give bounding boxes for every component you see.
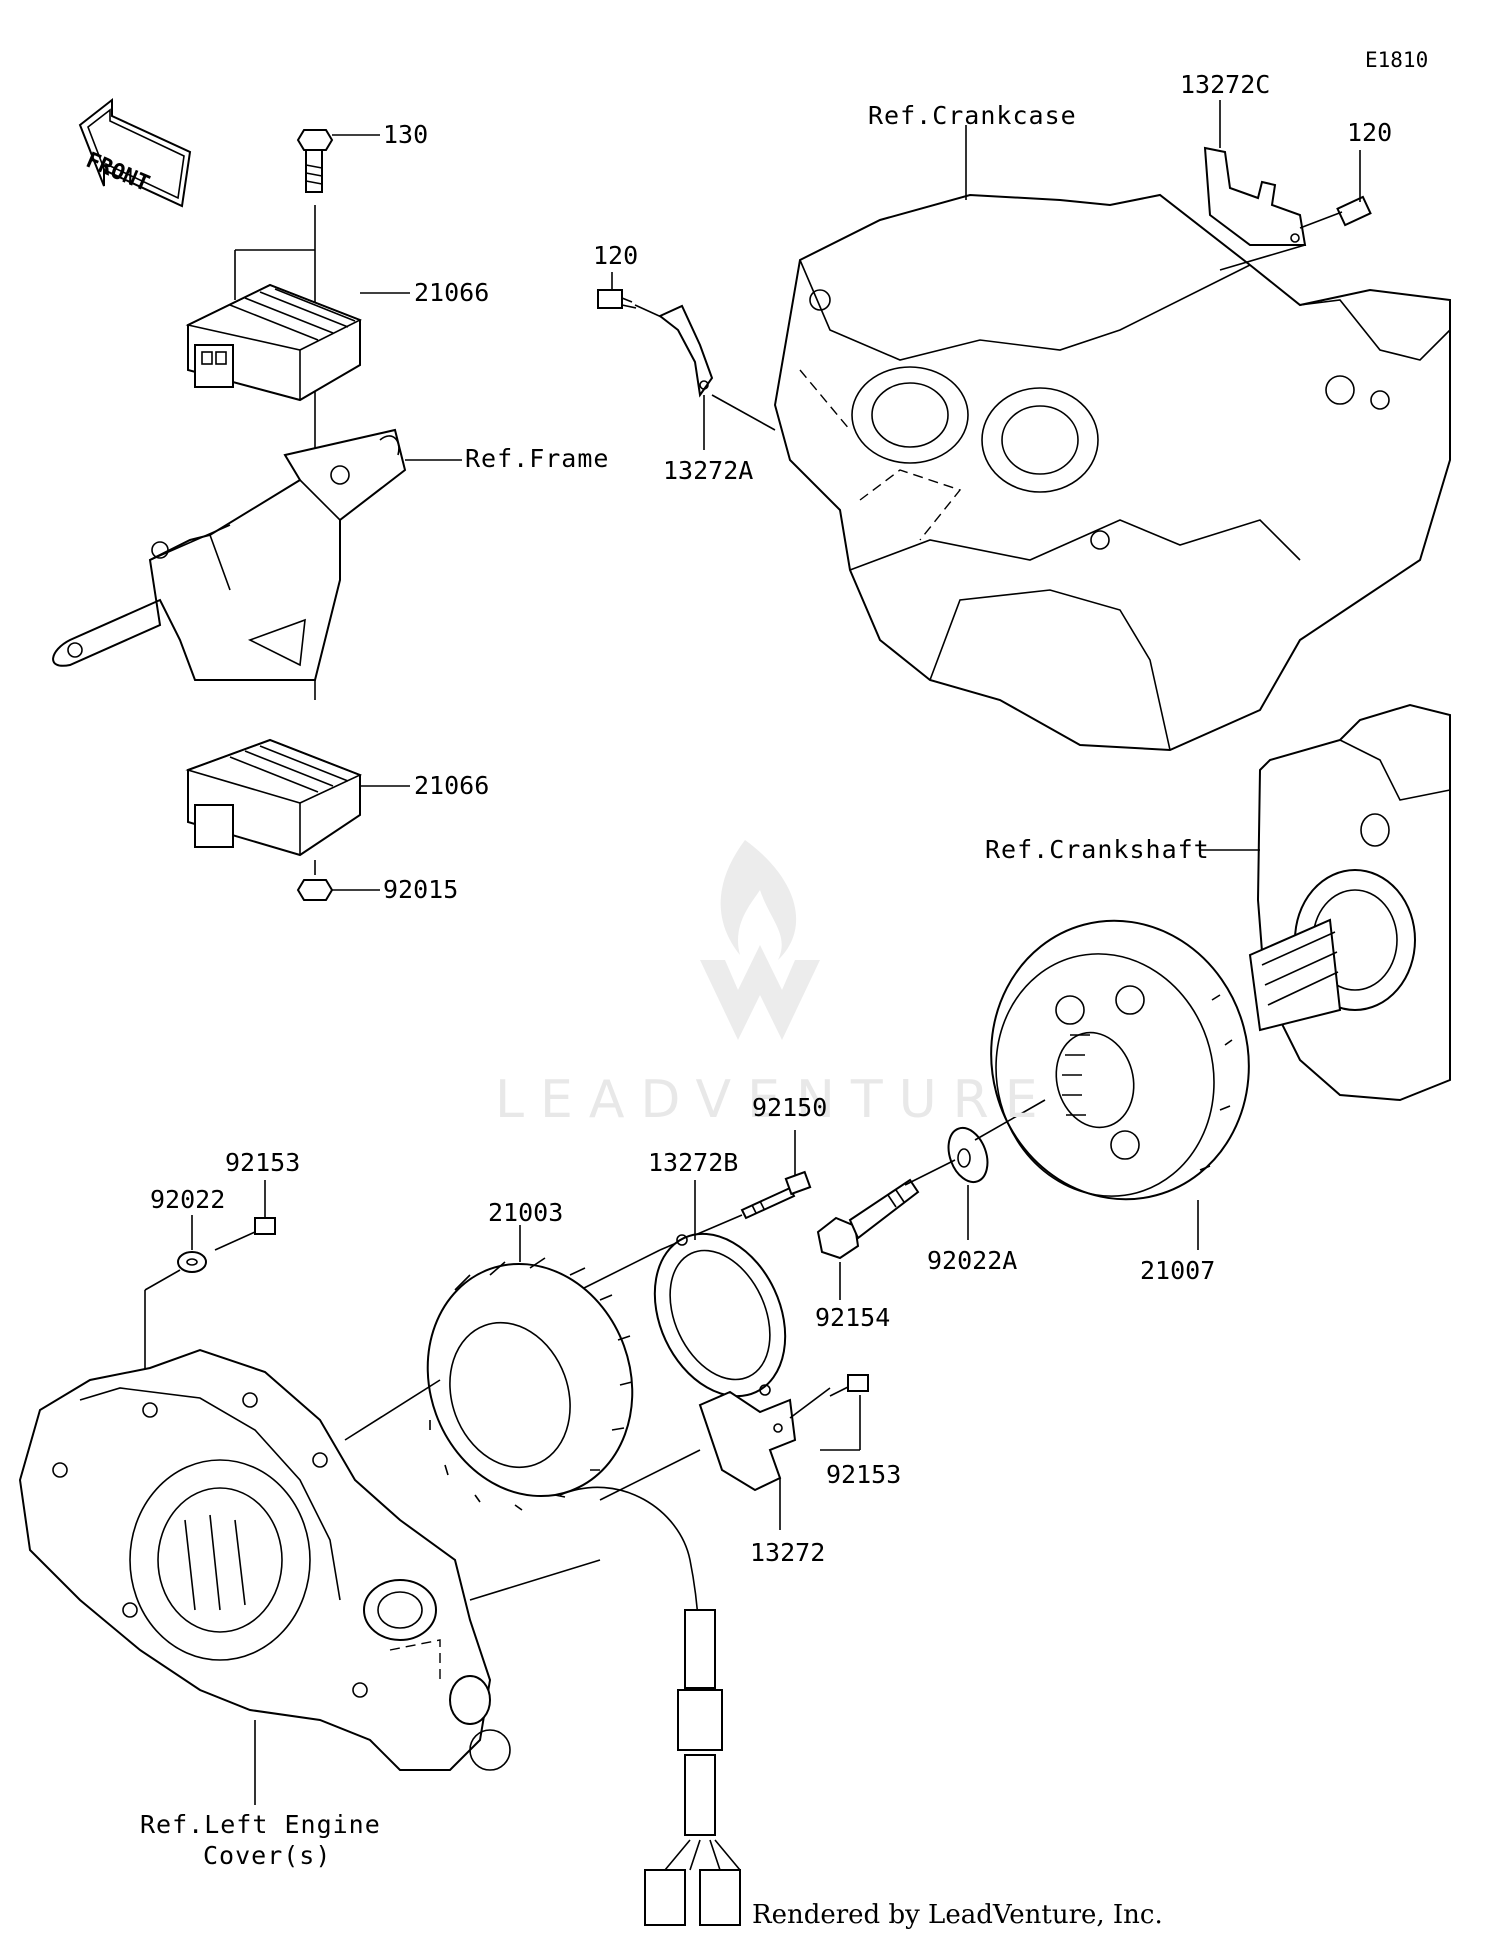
washer-92022: [144, 1215, 207, 1380]
callout-92022a: 92022A: [927, 1246, 1018, 1275]
leadventure-flame-logo-icon: [700, 840, 820, 1040]
callout-21003: 21003: [488, 1198, 564, 1227]
gasket-13272b: [579, 1180, 787, 1398]
front-arrow-icon: [78, 97, 192, 208]
stator-21003: [426, 1225, 701, 1691]
callout-120-left: 120: [593, 241, 639, 270]
callout-130: 130: [383, 120, 429, 149]
footer-credit: Rendered by LeadVenture, Inc.: [752, 1900, 1163, 1930]
callout-ref-frame: Ref.Frame: [465, 444, 610, 473]
washer-92022a: [947, 1126, 989, 1240]
callout-ref-crankcase: Ref.Crankcase: [868, 101, 1077, 130]
callout-92153-top: 92153: [225, 1148, 301, 1177]
callout-21066-lower: 21066: [414, 771, 490, 800]
callout-ref-left-engine-cover-line1: Ref.Left Engine: [140, 1810, 381, 1839]
bolt-92153-right: [820, 1374, 869, 1451]
callout-13272b: 13272B: [648, 1148, 739, 1177]
regulator-lower: [185, 738, 410, 875]
flywheel-21007: [990, 919, 1250, 1250]
callout-92153-right: 92153: [826, 1460, 902, 1489]
callout-13272a: 13272A: [663, 456, 754, 485]
callout-13272: 13272: [750, 1538, 826, 1567]
callout-92022: 92022: [150, 1185, 226, 1214]
callout-92150: 92150: [752, 1093, 828, 1122]
callout-21066-upper: 21066: [414, 278, 490, 307]
bracket-13272: [698, 1387, 831, 1530]
clamp-13272a: [658, 304, 776, 450]
diagram-code: E1810: [1365, 48, 1429, 72]
callout-21007: 21007: [1140, 1256, 1216, 1285]
callout-92015: 92015: [383, 875, 459, 904]
callout-120-right: 120: [1347, 118, 1393, 147]
bolt-120-right: [1299, 150, 1372, 229]
callout-ref-left-engine-cover-line2: Cover(s): [203, 1841, 332, 1870]
wiring-harness: [644, 1609, 741, 1926]
bolt-92154: [816, 1178, 920, 1300]
bracket-13272c: [1203, 100, 1307, 271]
assembly-lines: [344, 1099, 1046, 1601]
crankshaft: [1200, 703, 1451, 1102]
bolt-92153-top: [214, 1180, 276, 1251]
callout-ref-crankshaft: Ref.Crankshaft: [985, 835, 1210, 864]
regulator-upper: [185, 249, 410, 402]
callout-13272c: 13272C: [1180, 70, 1271, 99]
callout-92154: 92154: [815, 1303, 891, 1332]
crankcase: [773, 125, 1451, 752]
frame-bracket: [52, 428, 462, 681]
left-engine-cover: [18, 1348, 511, 1805]
nut-92015: [296, 879, 380, 901]
watermark-text: LEADVENTURE: [495, 1070, 1054, 1130]
